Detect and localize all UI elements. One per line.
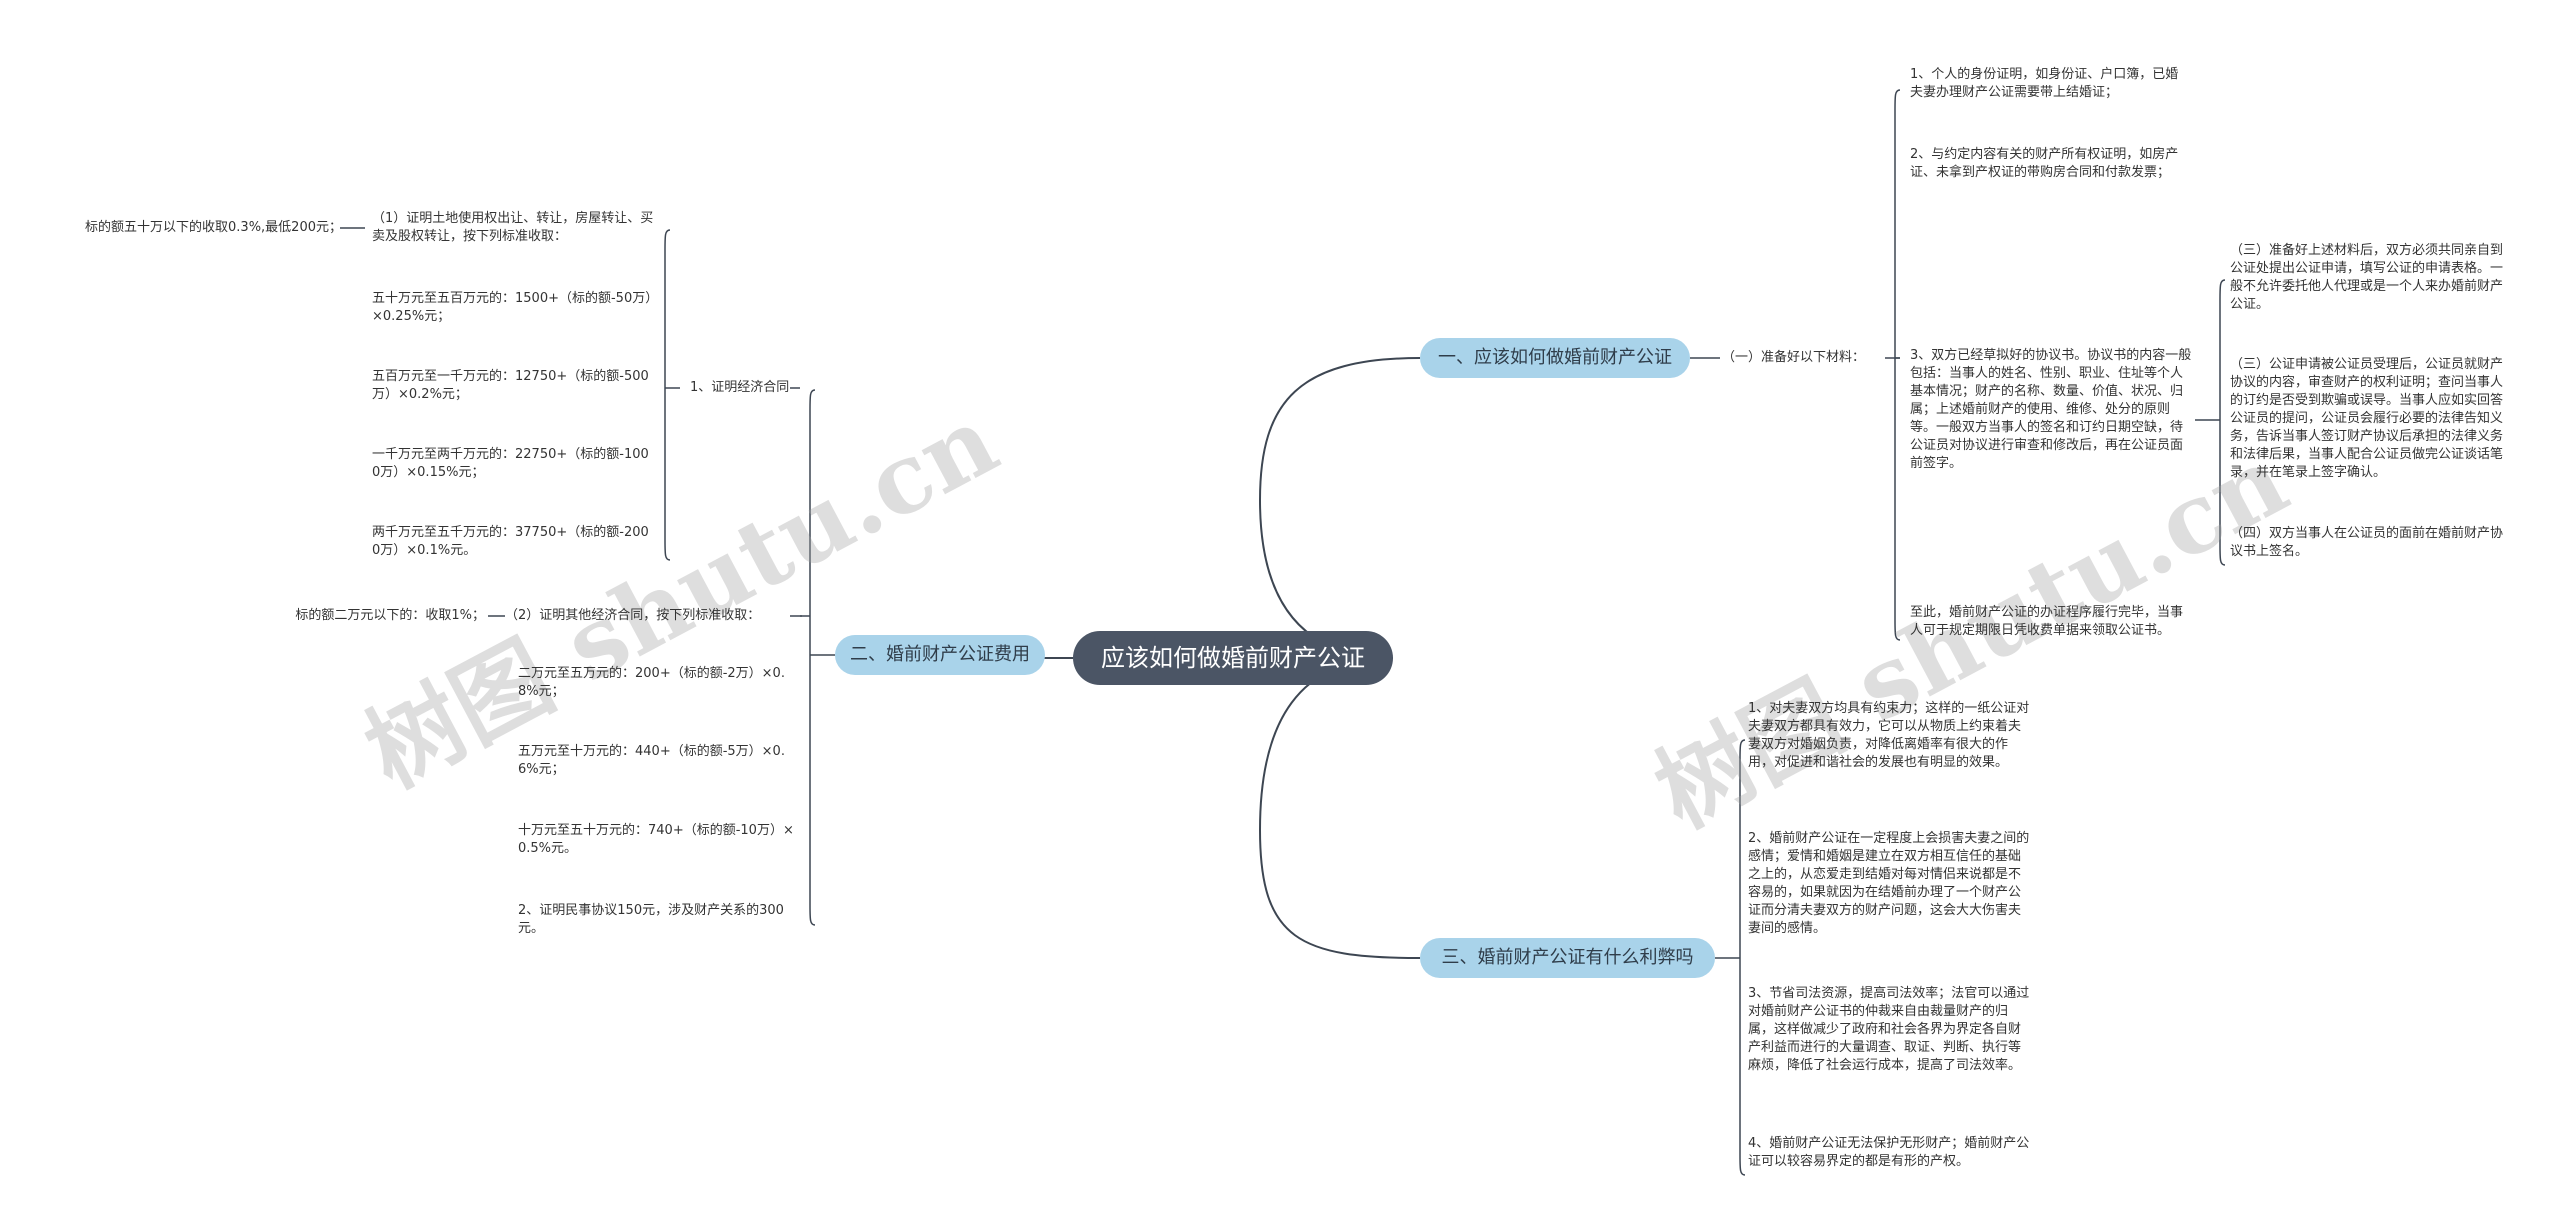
- fee-tier[interactable]: 五百万元至一千万元的：12750+（标的额-500万）×0.2%元；: [372, 369, 649, 402]
- material-item[interactable]: 1、个人的身份证明，如身份证、户口簿，已婚夫妻办理财产公证需要带上结婚证；: [1910, 67, 2179, 100]
- pros-cons-item[interactable]: 2、婚前财产公证在一定程度上会损害夫妻之间的感情；爱情和婚姻是建立在双方相互信任…: [1748, 831, 2030, 936]
- material-item[interactable]: 3、双方已经草拟好的协议书。协议书的内容一般包括：当事人的姓名、性别、职业、住址…: [1910, 348, 2192, 471]
- civil-agreement-fee[interactable]: 2、证明民事协议150元，涉及财产关系的300元。: [518, 903, 784, 936]
- pros-cons-item[interactable]: 3、节省司法资源，提高司法效率；法官可以通过对婚前财产公证书的仲裁来自由裁量财产…: [1748, 986, 2030, 1073]
- materials-label[interactable]: （一）准备好以下材料：: [1722, 350, 1866, 365]
- fee-tier[interactable]: 五万元至十万元的：440+（标的额-5万）×0.6%元；: [518, 744, 785, 777]
- branch-how-to[interactable]: 一、应该如何做婚前财产公证: [1420, 338, 1690, 378]
- fee-rule-heading[interactable]: （2）证明其他经济合同，按下列标准收取：: [505, 608, 761, 623]
- fee-rule-leaf[interactable]: 标的额五十万以下的收取0.3%,最低200元；: [85, 220, 342, 235]
- fee-tier[interactable]: 十万元至五十万元的：740+（标的额-10万）×0.5%元。: [518, 823, 794, 856]
- procedure-step[interactable]: （三）准备好上述材料后，双方必须共同亲自到公证处提出公证申请，填写公证的申请表格…: [2230, 243, 2504, 312]
- material-item[interactable]: 2、与约定内容有关的财产所有权证明，如房产证、未拿到产权证的带购房合同和付款发票…: [1910, 147, 2179, 180]
- material-item[interactable]: 至此，婚前财产公证的办证程序履行完毕，当事人可于规定期限日凭收费单据来领取公证书…: [1910, 605, 2184, 638]
- procedure-step[interactable]: （三）公证申请被公证员受理后，公证员就财产协议的内容，审查财产的权利证明；查问当…: [2230, 357, 2504, 480]
- fee-rule-heading[interactable]: （1）证明土地使用权出让、转让，房屋转让、买卖及股权转让，按下列标准收取：: [372, 211, 654, 244]
- fee-tier[interactable]: 两千万元至五千万元的：37750+（标的额-2000万）×0.1%元。: [372, 525, 649, 558]
- fee-tier[interactable]: 二万元至五万元的：200+（标的额-2万）×0.8%元；: [518, 666, 785, 699]
- fee-rule-leaf[interactable]: 标的额二万元以下的：收取1%；: [295, 608, 485, 623]
- root-topic[interactable]: 应该如何做婚前财产公证: [1073, 631, 1393, 685]
- pros-cons-item[interactable]: 1、对夫妻双方均具有约束力；这样的一纸公证对夫妻双方都具有效力，它可以从物质上约…: [1748, 701, 2030, 770]
- branch-fees[interactable]: 二、婚前财产公证费用: [835, 635, 1045, 675]
- branch-pros-cons[interactable]: 三、婚前财产公证有什么利弊吗: [1420, 938, 1715, 978]
- pros-cons-item[interactable]: 4、婚前财产公证无法保护无形财产；婚前财产公证可以较容易界定的都是有形的产权。: [1748, 1136, 2030, 1169]
- procedure-step[interactable]: （四）双方当事人在公证员的面前在婚前财产协议书上签名。: [2230, 526, 2504, 559]
- fee-tier[interactable]: 五十万元至五百万元的：1500+（标的额-50万）×0.25%元；: [372, 291, 652, 324]
- economic-contract-label[interactable]: 1、证明经济合同: [690, 380, 790, 395]
- fee-tier[interactable]: 一千万元至两千万元的：22750+（标的额-1000万）×0.15%元；: [372, 447, 649, 480]
